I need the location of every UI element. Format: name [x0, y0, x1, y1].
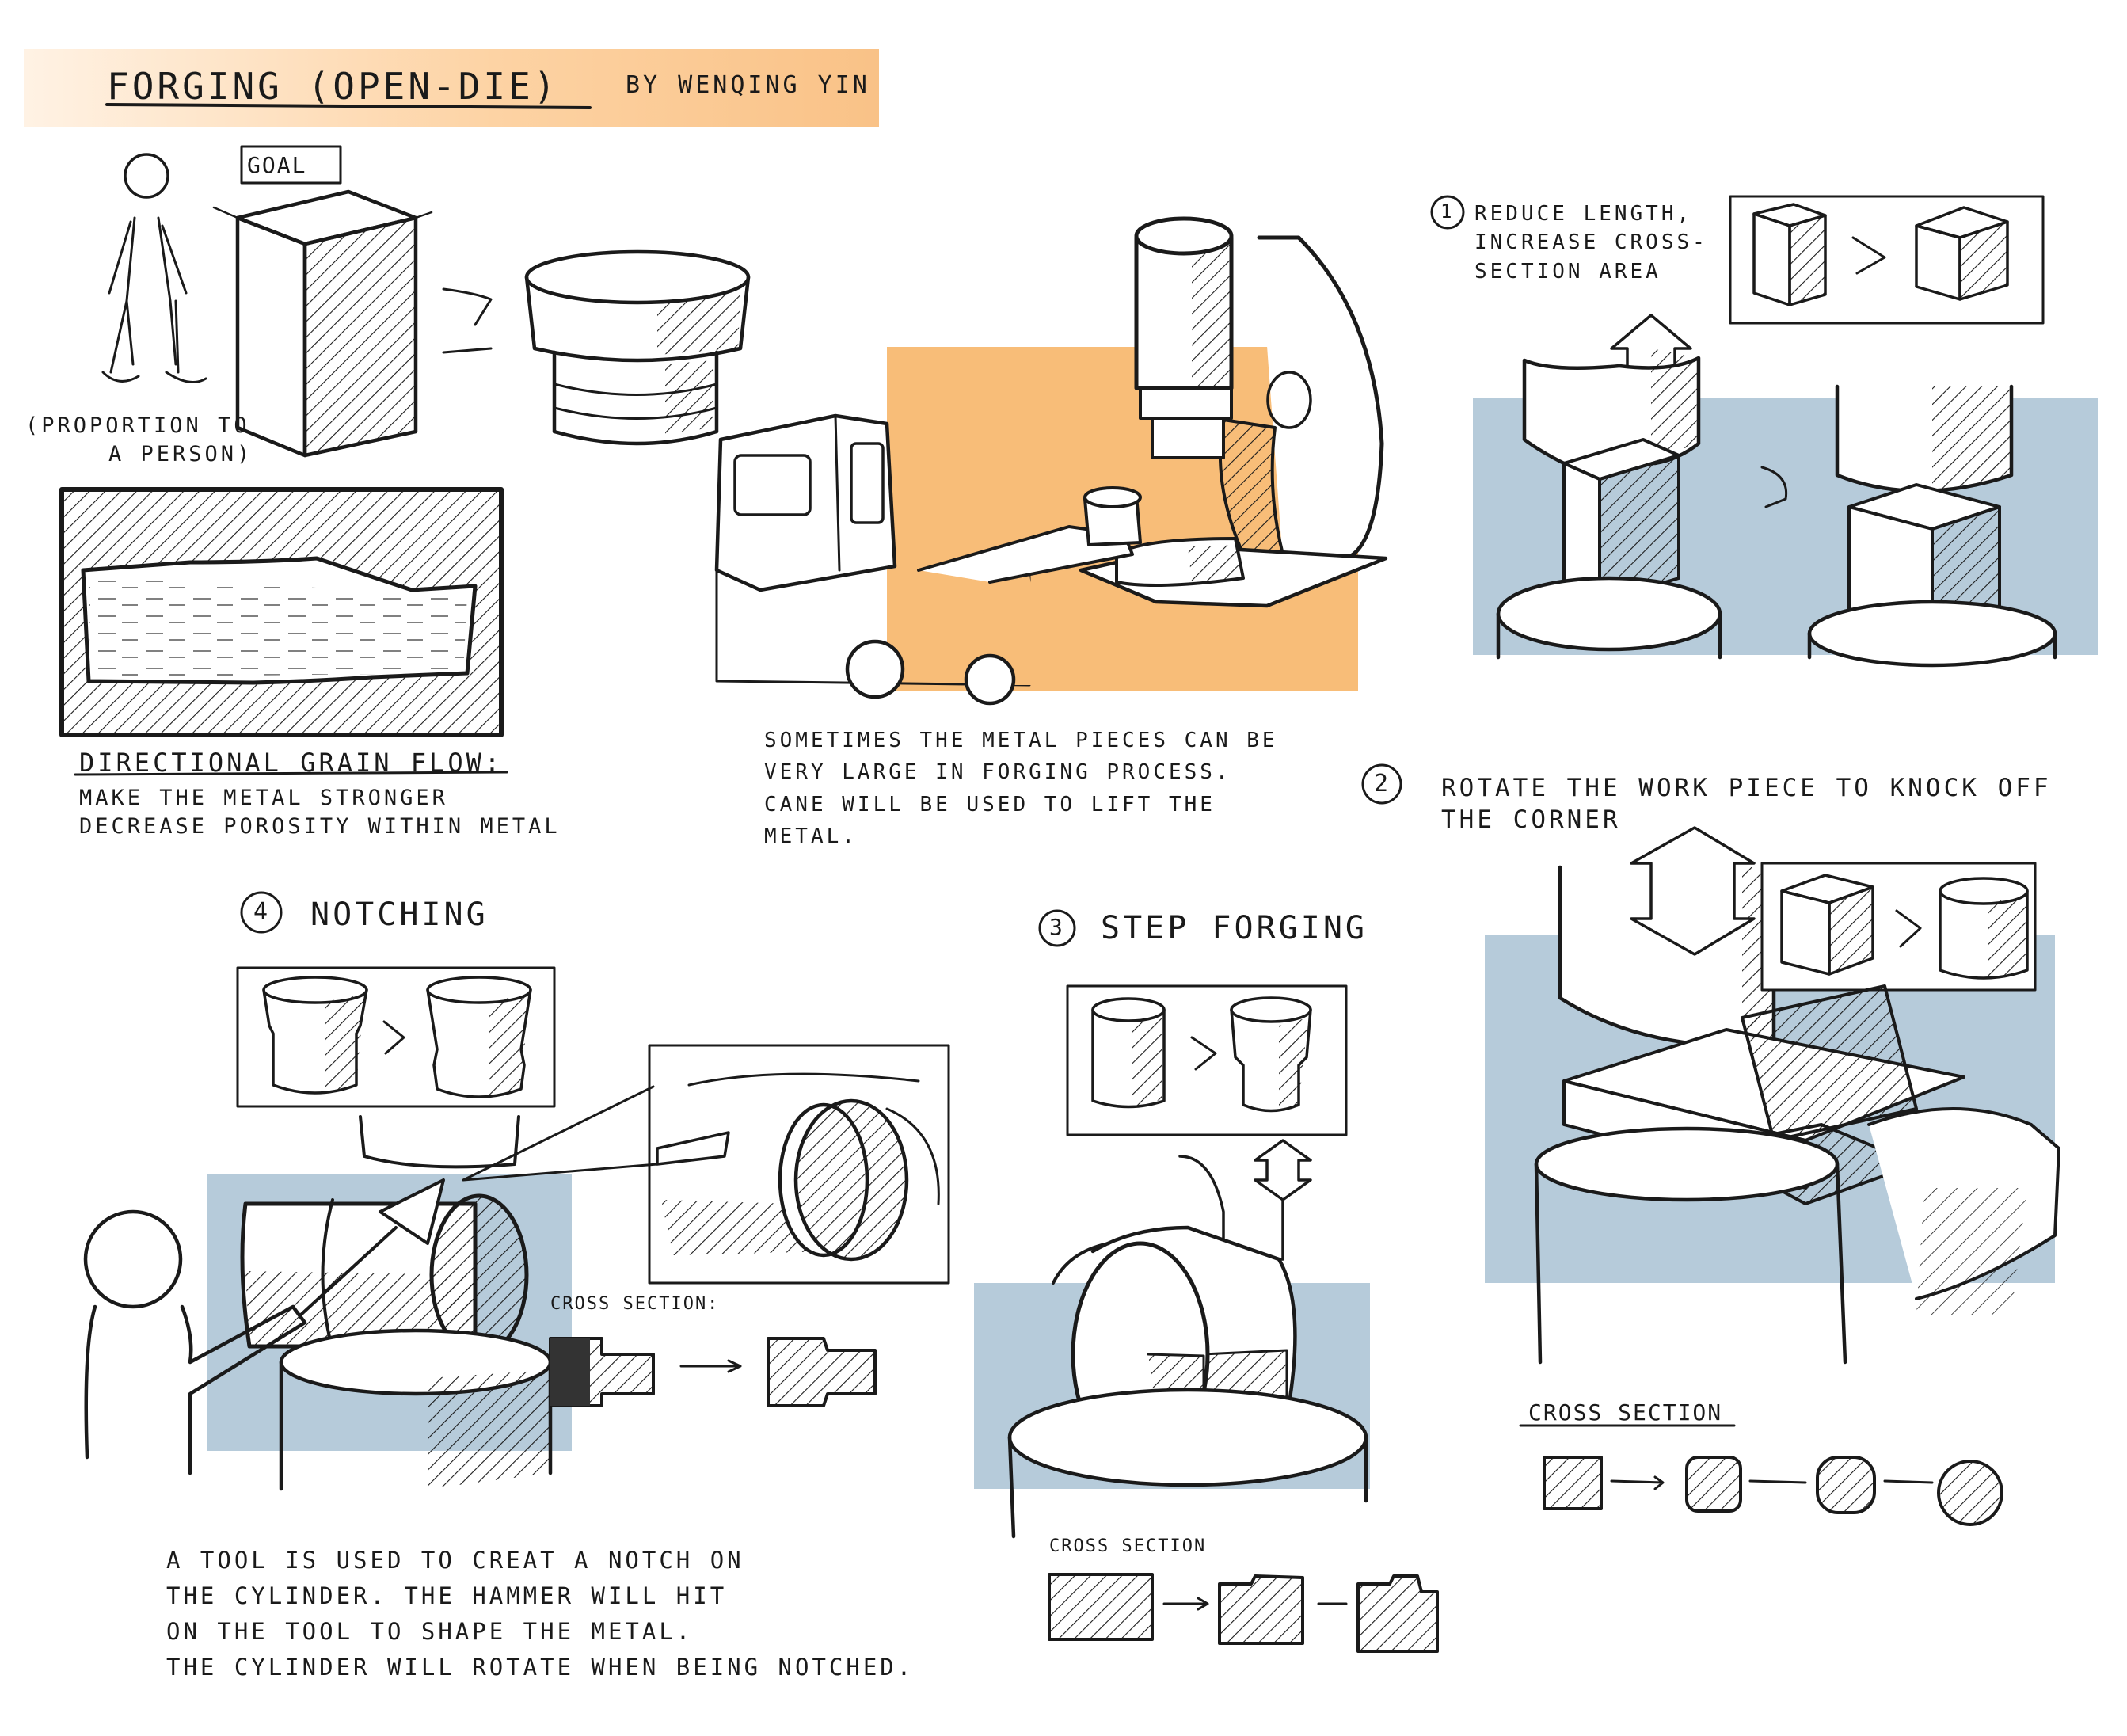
step3-cross-sections: [1049, 1574, 1437, 1651]
step2-number: 2: [1374, 768, 1388, 801]
grain-flow-diagram: [62, 489, 501, 735]
step4-line: THE CYLINDER. THE HAMMER WILL HIT: [166, 1578, 914, 1614]
proportion-note-line: A PERSON): [25, 440, 253, 469]
step4-line: A TOOL IS USED TO CREAT A NOTCH ON: [166, 1543, 914, 1578]
goal-label: GOAL: [247, 150, 306, 181]
step4-text: A TOOL IS USED TO CREAT A NOTCH ON THE C…: [166, 1543, 914, 1685]
grain-flow-heading: DIRECTIONAL GRAIN FLOW:: [79, 746, 503, 780]
step2-line: ROTATE THE WORK PIECE TO KNOCK OFF: [1441, 772, 2052, 804]
grain-flow-text: MAKE THE METAL STRONGER DECREASE POROSIT…: [79, 784, 561, 842]
crane-note-line: VERY LARGE IN FORGING PROCESS.: [764, 756, 1278, 788]
step2-cross-section-label: CROSS SECTION: [1528, 1398, 1722, 1428]
step1-number: 1: [1440, 199, 1452, 224]
step4-title: NOTCHING: [310, 893, 489, 936]
proportion-note-line: (PROPORTION TO: [25, 412, 253, 440]
crane-note-line: SOMETIMES THE METAL PIECES CAN BE: [764, 725, 1278, 756]
step4-line: ON THE TOOL TO SHAPE THE METAL.: [166, 1614, 914, 1650]
proportion-note: (PROPORTION TO A PERSON): [25, 412, 253, 470]
step2-text: ROTATE THE WORK PIECE TO KNOCK OFF THE C…: [1441, 772, 2052, 836]
step2-diagram: [1485, 828, 2059, 1426]
step4-number: 4: [253, 897, 268, 929]
step2-line: THE CORNER: [1441, 804, 2052, 836]
person-figure: [103, 154, 206, 383]
step4-cross-sections: [550, 1338, 875, 1406]
author-byline: BY WENQING YIN: [626, 70, 870, 102]
step1-line: INCREASE CROSS-: [1474, 228, 1708, 257]
page-title: FORGING (OPEN-DIE): [107, 62, 559, 111]
crane-scene: [717, 219, 1386, 703]
step2-cross-sections: [1544, 1457, 2002, 1525]
step4-cross-section-label: CROSS SECTION:: [550, 1292, 719, 1316]
crane-note: SOMETIMES THE METAL PIECES CAN BE VERY L…: [764, 725, 1278, 852]
step1-line: SECTION AREA: [1474, 257, 1708, 286]
step1-line: REDUCE LENGTH,: [1474, 200, 1708, 228]
goal-stepped-cylinder: [527, 252, 748, 444]
crane-note-line: CANE WILL BE USED TO LIFT THE: [764, 789, 1278, 820]
step3-number: 3: [1049, 912, 1063, 942]
grain-flow-line: MAKE THE METAL STRONGER: [79, 784, 561, 813]
step1-text: REDUCE LENGTH, INCREASE CROSS- SECTION A…: [1474, 200, 1708, 286]
crane-note-line: METAL.: [764, 820, 1278, 852]
step3-title: STEP FORGING: [1101, 907, 1368, 950]
step3-cross-section-label: CROSS SECTION: [1049, 1535, 1206, 1559]
step4-line: THE CYLINDER WILL ROTATE WHEN BEING NOTC…: [166, 1650, 914, 1685]
step4-diagram: [86, 968, 949, 1489]
grain-flow-line: DECREASE POROSITY WITHIN METAL: [79, 813, 561, 841]
step3-diagram: [974, 986, 1370, 1536]
